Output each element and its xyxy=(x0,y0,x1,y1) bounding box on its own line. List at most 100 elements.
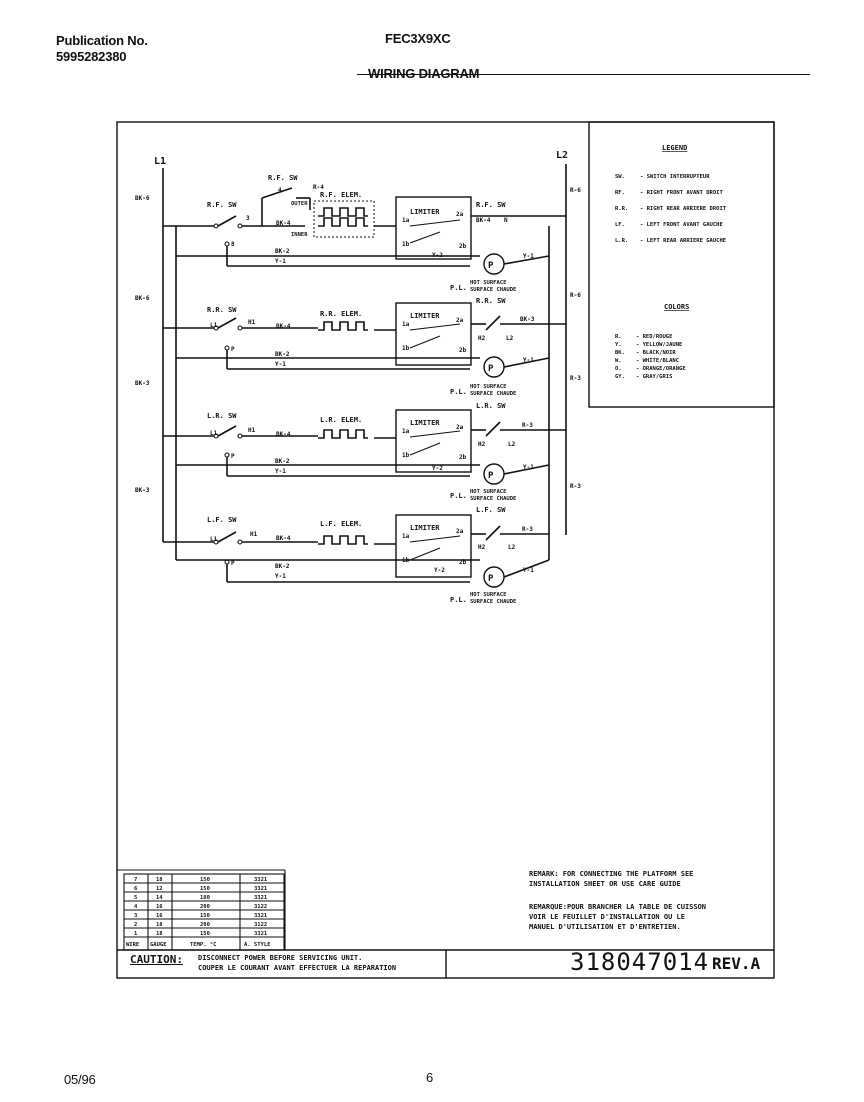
svg-text:18: 18 xyxy=(156,922,163,928)
svg-text:P: P xyxy=(231,346,235,353)
svg-text:1a: 1a xyxy=(402,533,410,540)
svg-text:12: 12 xyxy=(156,886,163,892)
footer-page: 6 xyxy=(426,1070,434,1085)
svg-text:150: 150 xyxy=(200,913,210,919)
svg-text:4: 4 xyxy=(278,187,282,194)
svg-text:1b: 1b xyxy=(402,345,410,352)
svg-text:2b: 2b xyxy=(459,243,467,250)
svg-text:GY.: GY. xyxy=(615,374,625,380)
svg-text:R.: R. xyxy=(615,334,622,340)
svg-text:Y-2: Y-2 xyxy=(434,567,445,574)
svg-text:L1: L1 xyxy=(210,430,218,437)
svg-text:W.: W. xyxy=(615,358,622,364)
legend: LEGEND SW. - SWITCH INTERRUPTEUR RF. - R… xyxy=(615,144,727,380)
svg-text:Y-1: Y-1 xyxy=(275,573,286,580)
svg-text:150: 150 xyxy=(200,877,210,883)
caution-line-2: COUPER LE COURANT AVANT EFFECTUER LA REP… xyxy=(198,964,397,972)
wire-label-bk6b: BK-6 xyxy=(135,295,150,302)
rf-sw-label: R.F. SW xyxy=(207,201,237,209)
svg-text:1: 1 xyxy=(134,931,138,937)
svg-text:- LEFT REAR ARRIERE GAUCHE: - LEFT REAR ARRIERE GAUCHE xyxy=(640,238,726,244)
wire-label-r6a: R-6 xyxy=(570,187,581,194)
svg-text:L1: L1 xyxy=(210,322,218,329)
svg-text:L.F. SW: L.F. SW xyxy=(207,516,237,524)
svg-text:150: 150 xyxy=(200,931,210,937)
rr-circuit: R.R. SW L1 H1 BK-4 P BK-2 Y-1 R.R. ELEM.… xyxy=(163,297,566,397)
svg-text:BK-3: BK-3 xyxy=(520,316,535,323)
remark-en: REMARK: FOR CONNECTING THE PLATFORM SEE … xyxy=(529,870,694,888)
svg-text:R-3: R-3 xyxy=(522,526,533,533)
svg-text:P: P xyxy=(231,560,235,567)
svg-text:BK-4: BK-4 xyxy=(276,431,291,438)
l2-label: L2 xyxy=(556,150,568,161)
svg-text:HOT SURFACE: HOT SURFACE xyxy=(470,280,506,286)
svg-text:18: 18 xyxy=(156,931,163,937)
svg-text:WIRE: WIRE xyxy=(126,942,139,948)
svg-text:P: P xyxy=(488,364,494,374)
rf-circuit: R.F. SW 3 8 BK-2 Y-1 R.F. SW R-4 4 OUTER… xyxy=(163,174,566,293)
svg-text:150: 150 xyxy=(200,886,210,892)
svg-text:18: 18 xyxy=(156,877,163,883)
svg-text:BK.: BK. xyxy=(615,350,625,356)
svg-text:3: 3 xyxy=(134,913,137,919)
svg-text:3321: 3321 xyxy=(254,895,268,901)
svg-text:1a: 1a xyxy=(402,217,410,224)
svg-text:3321: 3321 xyxy=(254,877,268,883)
caution-line-1: DISCONNECT POWER BEFORE SERVICING UNIT. xyxy=(198,954,363,962)
svg-text:Y-1: Y-1 xyxy=(275,361,286,368)
svg-text:LIMITER: LIMITER xyxy=(410,419,440,427)
svg-text:BK-4: BK-4 xyxy=(276,220,291,227)
svg-text:R.R. SW: R.R. SW xyxy=(476,297,506,305)
svg-text:1b: 1b xyxy=(402,241,410,248)
svg-text:- RED/ROUGE: - RED/ROUGE xyxy=(636,334,672,340)
svg-text:H1: H1 xyxy=(248,319,256,326)
svg-text:- YELLOW/JAUNE: - YELLOW/JAUNE xyxy=(636,342,682,348)
page-title: WIRING DIAGRAM xyxy=(368,66,480,81)
svg-text:1b: 1b xyxy=(402,557,410,564)
svg-text:H1: H1 xyxy=(250,531,258,538)
svg-text:L2: L2 xyxy=(508,544,516,551)
svg-text:HOT SURFACE: HOT SURFACE xyxy=(470,384,506,390)
part-number: 318047014 xyxy=(570,948,710,976)
svg-text:BK-2: BK-2 xyxy=(275,458,290,465)
svg-text:200: 200 xyxy=(200,904,210,910)
svg-text:- BLACK/NOIR: - BLACK/NOIR xyxy=(636,350,676,356)
svg-text:8: 8 xyxy=(231,241,235,248)
svg-text:Y-1: Y-1 xyxy=(523,253,534,260)
svg-text:Y-1: Y-1 xyxy=(523,357,534,364)
svg-text:- WHITE/BLANC: - WHITE/BLANC xyxy=(636,358,679,364)
svg-text:BK-4: BK-4 xyxy=(276,535,291,542)
svg-text:R-3: R-3 xyxy=(522,422,533,429)
svg-text:P: P xyxy=(488,261,494,271)
svg-text:LEGEND: LEGEND xyxy=(662,144,687,152)
svg-text:N: N xyxy=(504,217,508,224)
svg-text:H2: H2 xyxy=(478,441,486,448)
svg-text:SURFACE CHAUDE: SURFACE CHAUDE xyxy=(470,599,516,605)
svg-text:180: 180 xyxy=(200,895,210,901)
svg-text:Y-2: Y-2 xyxy=(432,252,443,259)
svg-text:2b: 2b xyxy=(459,347,467,354)
svg-text:P.L.: P.L. xyxy=(450,596,467,604)
svg-text:GAUGE: GAUGE xyxy=(150,942,167,948)
svg-text:L.R. SW: L.R. SW xyxy=(207,412,237,420)
svg-text:Y-1: Y-1 xyxy=(275,258,286,265)
lr-circuit: L.R. SW L1 H1 BK-4 P BK-2 Y-1 L.R. ELEM.… xyxy=(163,402,566,502)
svg-text:2a: 2a xyxy=(456,424,464,431)
svg-text:H2: H2 xyxy=(478,335,486,342)
publication-label: Publication No. xyxy=(56,33,148,48)
svg-text:BK-2: BK-2 xyxy=(275,248,290,255)
svg-text:L2: L2 xyxy=(506,335,514,342)
svg-text:HOT SURFACE: HOT SURFACE xyxy=(470,489,506,495)
svg-text:2b: 2b xyxy=(459,559,467,566)
wire-label-bk6a: BK-6 xyxy=(135,195,150,202)
svg-text:L2: L2 xyxy=(508,441,516,448)
svg-text:P: P xyxy=(488,574,494,584)
svg-text:1b: 1b xyxy=(402,452,410,459)
rf-elem-label: R.F. ELEM. xyxy=(320,191,362,199)
wire-gauge-table: 7 18 150 3321 6 12 150 3321 5 14 180 332… xyxy=(123,873,285,951)
svg-text:OUTER: OUTER xyxy=(291,201,308,207)
svg-text:- RIGHT REAR ARRIERE DROIT: - RIGHT REAR ARRIERE DROIT xyxy=(640,206,727,212)
svg-text:SURFACE CHAUDE: SURFACE CHAUDE xyxy=(470,391,516,397)
svg-text:2: 2 xyxy=(134,922,137,928)
wire-label-r3a: R-3 xyxy=(570,375,581,382)
